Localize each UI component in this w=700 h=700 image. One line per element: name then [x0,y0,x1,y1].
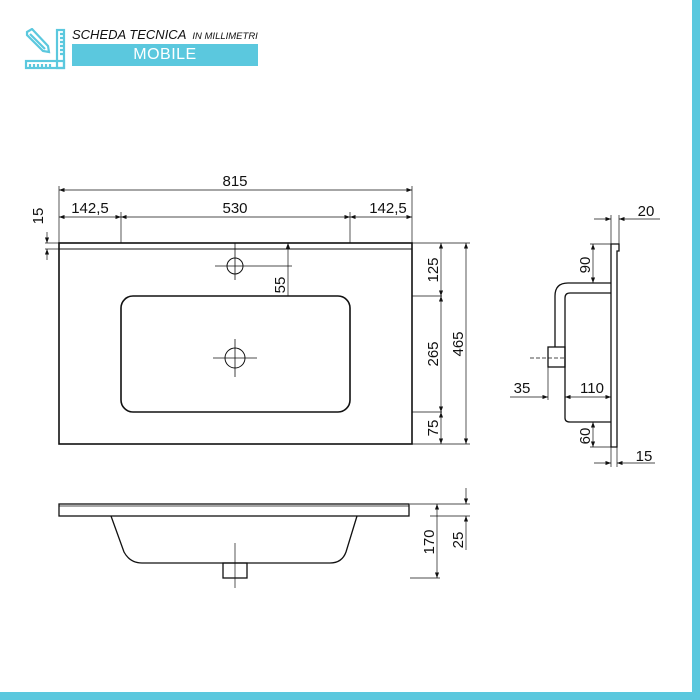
dim-142-right: 142,5 [369,200,407,217]
dim-75: 75 [425,420,442,437]
dim-265: 265 [425,341,442,366]
side-view [510,215,660,467]
sheet-title: SCHEDA TECNICA IN MILLIMETRI [72,26,258,44]
ruler-pencil-icon [24,28,66,70]
dim-110: 110 [580,380,604,397]
frame-border-right [692,0,700,700]
dim-55: 55 [272,277,289,294]
dim-60: 60 [577,428,594,445]
dim-20: 20 [638,203,655,220]
dim-35: 35 [514,380,531,397]
dim-125: 125 [425,257,442,282]
category-banner: MOBILE [72,44,258,66]
dim-15-base: 15 [636,448,653,465]
dim-530: 530 [222,200,247,217]
dim-142-left: 142,5 [71,200,109,217]
dim-465: 465 [450,331,467,356]
top-view [44,186,470,445]
dim-90: 90 [577,257,594,274]
frame-border-bottom [0,692,700,700]
title-unit: IN MILLIMETRI [192,31,258,42]
dim-815: 815 [222,173,247,190]
dim-170: 170 [421,529,438,554]
front-view [58,488,470,588]
title-main: SCHEDA TECNICA [72,27,187,42]
dim-15-rim: 15 [30,208,47,225]
dim-25: 25 [450,532,467,549]
